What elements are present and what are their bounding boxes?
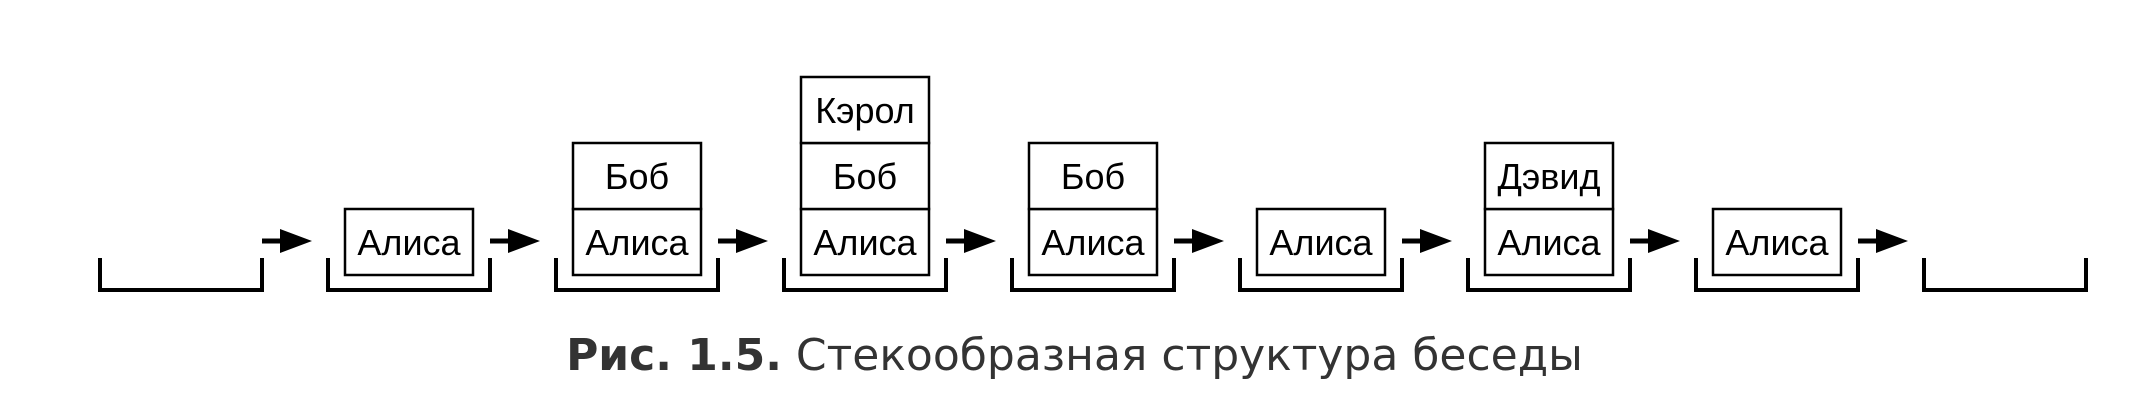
figure-caption: Рис. 1.5. Стекообразная структура беседы: [0, 330, 2149, 381]
stack-frame-label: Кэрол: [815, 90, 915, 131]
stack-frame-label: Алиса: [1041, 222, 1145, 263]
stack-frame: [1027, 207, 1159, 277]
stack-frame-label: Боб: [833, 156, 897, 197]
stack-frame-label: Алиса: [813, 222, 917, 263]
stack-frame-label: Алиса: [357, 222, 461, 263]
stack-tray: [1922, 258, 2088, 292]
stack-frame-label: Алиса: [585, 222, 689, 263]
stack-frame-label: Алиса: [1269, 222, 1373, 263]
stack-tray: [1466, 258, 1632, 292]
stack-frame: [1711, 207, 1843, 277]
stack-tray: [326, 258, 492, 292]
figure-caption-text: Стекообразная структура беседы: [795, 330, 1583, 381]
transition-arrow-head: [508, 229, 540, 253]
stack-frame: [799, 75, 931, 145]
stack-frame-label: Боб: [1061, 156, 1125, 197]
transition-arrow-head: [280, 229, 312, 253]
transition-arrow-head: [964, 229, 996, 253]
stack-frame: [799, 207, 931, 277]
stack-frame: [1483, 141, 1615, 211]
transition-arrow-head: [736, 229, 768, 253]
stack-frame: [1027, 141, 1159, 211]
stack-frame-label: Боб: [605, 156, 669, 197]
stack-tray: [554, 258, 720, 292]
transition-arrow-head: [1192, 229, 1224, 253]
transition-arrow-head: [1648, 229, 1680, 253]
stack-frame: [1255, 207, 1387, 277]
stack-tray: [1010, 258, 1176, 292]
figure-caption-label: Рис. 1.5.: [566, 330, 782, 381]
transition-arrow-head: [1420, 229, 1452, 253]
stack-frame-label: Дэвид: [1498, 156, 1601, 197]
stack-tray: [782, 258, 948, 292]
stack-tray: [1694, 258, 1860, 292]
stack-frame-label: Алиса: [1725, 222, 1829, 263]
stack-frame: [571, 141, 703, 211]
stack-tray: [98, 258, 264, 292]
transition-arrow-head: [1876, 229, 1908, 253]
stack-frame: [799, 141, 931, 211]
stack-frame: [343, 207, 475, 277]
stack-tray: [1238, 258, 1404, 292]
stack-frame-label: Алиса: [1497, 222, 1601, 263]
